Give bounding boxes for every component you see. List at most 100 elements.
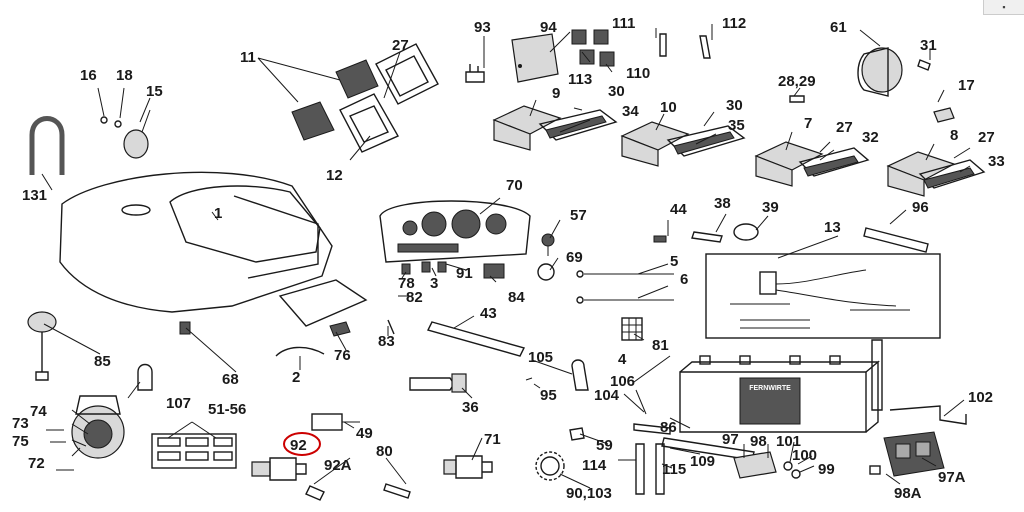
callout: 3 bbox=[430, 275, 438, 292]
callout: 92 bbox=[290, 437, 307, 454]
callout: 57 bbox=[570, 207, 587, 224]
callout: 9 bbox=[552, 85, 560, 102]
callout: 102 bbox=[968, 389, 993, 406]
callout: 111 bbox=[612, 15, 635, 32]
callout: 36 bbox=[462, 399, 479, 416]
callout: 51-56 bbox=[208, 401, 246, 418]
part-15-horn bbox=[100, 109, 151, 159]
callout: 94 bbox=[540, 19, 557, 36]
callout: 106 bbox=[610, 373, 635, 390]
part-81 bbox=[621, 317, 643, 341]
callout: 98A bbox=[894, 485, 922, 502]
part-80-92A bbox=[305, 483, 411, 501]
callout: 34 bbox=[622, 103, 639, 120]
callout: 112 bbox=[722, 15, 746, 32]
callout: 86 bbox=[660, 419, 677, 436]
callout: 84 bbox=[508, 289, 525, 306]
part-82-83-76-2 bbox=[275, 279, 395, 357]
part-44-38-39 bbox=[653, 223, 759, 243]
callout: 27 bbox=[392, 37, 409, 54]
callout: 82 bbox=[406, 289, 423, 306]
callout: 1 bbox=[214, 205, 222, 222]
part-36-key bbox=[409, 373, 467, 393]
callout: 110 bbox=[626, 65, 650, 82]
callout: 97A bbox=[938, 469, 966, 486]
callout: 38 bbox=[714, 195, 731, 212]
callout: 35 bbox=[728, 117, 745, 134]
callout: 78 bbox=[398, 275, 415, 292]
part-111-relays bbox=[571, 29, 667, 67]
callout: 13 bbox=[824, 219, 841, 236]
callout: 98 bbox=[750, 433, 767, 450]
part-90-103-gear bbox=[535, 451, 565, 481]
corner-tab[interactable]: ▪ bbox=[983, 0, 1024, 15]
callout: 39 bbox=[762, 199, 779, 216]
callout: 95 bbox=[540, 387, 557, 404]
callout: 105 bbox=[528, 349, 553, 366]
part-96-bar bbox=[863, 227, 929, 253]
part-28-29-17 bbox=[789, 95, 955, 123]
callout: 43 bbox=[480, 305, 497, 322]
leader-lines bbox=[41, 24, 971, 489]
callout: 15 bbox=[146, 83, 163, 100]
callout: 114 bbox=[582, 457, 607, 474]
callout: 17 bbox=[958, 77, 975, 94]
part-98A bbox=[869, 465, 881, 475]
callout: 31 bbox=[920, 37, 937, 54]
callout: 70 bbox=[506, 177, 523, 194]
callout: 30 bbox=[608, 83, 625, 100]
callout-labels: 93 94 111 112 61 31 16 18 15 11 27 113 1… bbox=[12, 15, 1005, 502]
part-71 bbox=[443, 455, 493, 479]
callout: 28,29 bbox=[778, 73, 816, 90]
part-13-harness-box bbox=[705, 253, 941, 339]
part-94 bbox=[511, 33, 559, 83]
callout: 100 bbox=[792, 447, 817, 464]
part-131-u-bolt bbox=[29, 116, 65, 175]
callout: 18 bbox=[116, 67, 133, 84]
callout: 72 bbox=[28, 455, 45, 472]
callout: 59 bbox=[596, 437, 613, 454]
callout: 10 bbox=[660, 99, 677, 116]
callout: 93 bbox=[474, 19, 491, 36]
part-112 bbox=[699, 35, 711, 59]
callout: 99 bbox=[818, 461, 835, 478]
callout: 91 bbox=[456, 265, 473, 282]
part-4-battery: FERNWIRTE bbox=[679, 355, 880, 433]
callout: 83 bbox=[378, 333, 395, 350]
callout: 71 bbox=[484, 431, 501, 448]
part-43-bar bbox=[426, 321, 526, 357]
part-68 bbox=[179, 321, 191, 335]
part-49 bbox=[311, 413, 360, 431]
part-5-6-cables bbox=[576, 270, 674, 304]
part-11-work-lights bbox=[291, 43, 439, 153]
callout: 76 bbox=[334, 347, 351, 364]
callout: 12 bbox=[326, 167, 343, 184]
callout: 81 bbox=[652, 337, 669, 354]
callout: 74 bbox=[30, 403, 47, 420]
callout: 73 bbox=[12, 415, 29, 432]
callout: 80 bbox=[376, 443, 393, 460]
part-105-95 bbox=[525, 359, 589, 391]
part-31 bbox=[917, 59, 931, 71]
part-92-highlighted bbox=[251, 432, 321, 481]
part-85-mirror bbox=[27, 311, 57, 381]
callout: 49 bbox=[356, 425, 373, 442]
part-72-socket bbox=[71, 395, 125, 459]
part-73-74-75 bbox=[46, 429, 74, 471]
part-97A-switch-panel bbox=[883, 431, 945, 477]
callout: 109 bbox=[690, 453, 715, 470]
callout: 69 bbox=[566, 249, 583, 266]
callout: 97 bbox=[722, 431, 739, 448]
callout: 27 bbox=[836, 119, 853, 136]
part-70-instrument-cluster bbox=[379, 200, 531, 263]
switch-box-10 bbox=[620, 121, 746, 167]
callout: 113 bbox=[568, 71, 592, 88]
callout: 6 bbox=[680, 271, 688, 288]
callout: 8 bbox=[950, 127, 958, 144]
part-51-56-decals bbox=[151, 433, 237, 469]
callout: 75 bbox=[12, 433, 29, 450]
callout: 92A bbox=[324, 457, 352, 474]
callout: 61 bbox=[830, 19, 847, 36]
callout: 107 bbox=[166, 395, 191, 412]
